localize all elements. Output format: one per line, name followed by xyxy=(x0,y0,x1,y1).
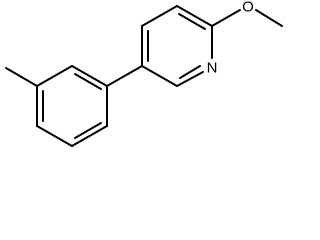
bond-tolyl-2 xyxy=(71,65,108,87)
tolyl-ring xyxy=(36,65,108,147)
bond-methyl-tolyl xyxy=(5,67,38,87)
bond-tolyl-5 xyxy=(36,125,73,147)
nitrogen-label: N xyxy=(207,60,218,77)
bond-pyr-5 xyxy=(176,71,204,87)
bond-tolyl-1 xyxy=(36,65,73,87)
oxygen-label: O xyxy=(242,0,254,16)
bond-pyr-double-c xyxy=(179,65,201,79)
bond-pyr-6 xyxy=(141,65,178,87)
bond-o-methyl xyxy=(255,9,283,27)
bond-pyr-double-b xyxy=(178,13,206,30)
bond-pyr-2 xyxy=(141,5,178,27)
bond-biaryl xyxy=(106,65,143,87)
bond-tolyl-double-a xyxy=(74,73,102,90)
bond-tolyl-4 xyxy=(71,125,108,147)
chemical-structure-diagram: N O xyxy=(5,0,283,147)
bond-tolyl-double-b xyxy=(74,122,102,139)
bond-pyr-3 xyxy=(176,5,213,27)
pyridine-ring xyxy=(141,5,213,87)
bond-c-o xyxy=(211,9,241,27)
